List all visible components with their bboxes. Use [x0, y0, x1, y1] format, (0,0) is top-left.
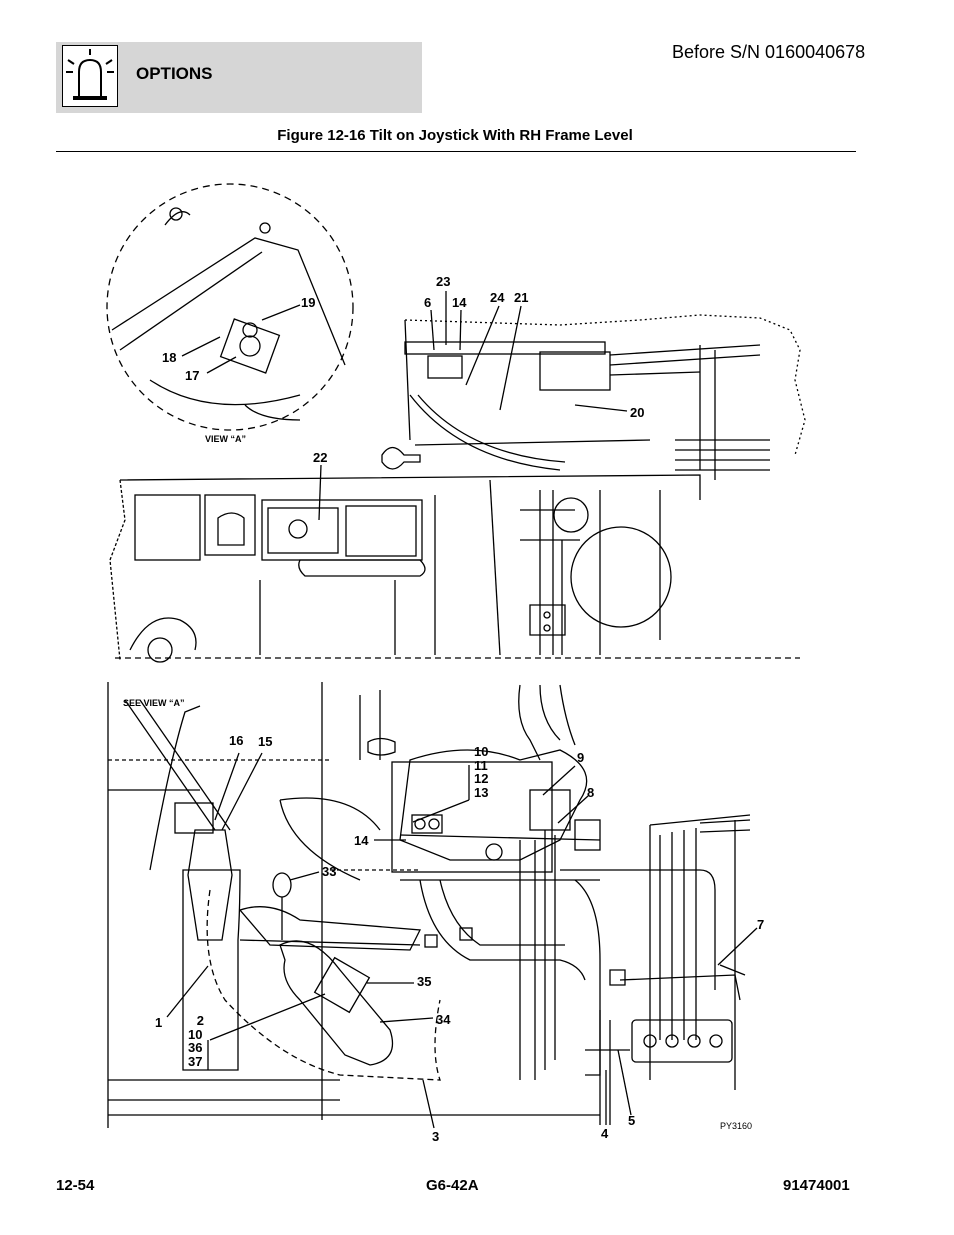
- callout-34: 34: [436, 1012, 451, 1027]
- callout-9: 9: [577, 750, 585, 765]
- callout-23: 23: [436, 274, 451, 289]
- callout-19: 19: [301, 295, 316, 310]
- callout-6: 6: [424, 295, 432, 310]
- callout-35: 35: [417, 974, 432, 989]
- callout-4: 4: [601, 1126, 609, 1141]
- title-divider: [56, 151, 856, 152]
- callout-33: 33: [322, 864, 337, 879]
- manual-part-number: 91474001: [783, 1177, 850, 1194]
- callout-17: 17: [185, 368, 200, 383]
- callout-15: 15: [258, 734, 273, 749]
- serial-number-note: Before S/N 0160040678: [672, 42, 866, 62]
- callout-18: 18: [162, 350, 177, 365]
- callout-stack-2-37: 2 10 36 37: [188, 1013, 204, 1069]
- page-number: 12-54: [56, 1177, 95, 1194]
- model-number: G6-42A: [426, 1177, 479, 1194]
- callout-3: 3: [432, 1129, 440, 1144]
- callout-1: 1: [155, 1015, 163, 1030]
- callout-20: 20: [630, 405, 645, 420]
- callout-7: 7: [757, 917, 765, 932]
- callout-14-top: 14: [452, 295, 467, 310]
- callout-5: 5: [628, 1113, 636, 1128]
- callout-stack-10-13: 10 11 12 13: [474, 744, 489, 800]
- callout-14-bottom: 14: [354, 833, 369, 848]
- callout-16: 16: [229, 733, 244, 748]
- view-a-label: VIEW “A”: [205, 434, 247, 444]
- figure-title: Figure 12-16 Tilt on Joystick With RH Fr…: [277, 127, 633, 144]
- drawing-ref-code: PY3160: [720, 1121, 753, 1131]
- callout-21: 21: [514, 290, 529, 305]
- see-view-a-label: SEE VIEW “A”: [123, 698, 185, 708]
- beacon-light-icon: [62, 45, 118, 107]
- callout-8: 8: [587, 785, 595, 800]
- callout-22: 22: [313, 450, 328, 465]
- section-title: OPTIONS: [136, 64, 213, 83]
- callout-24: 24: [490, 290, 505, 305]
